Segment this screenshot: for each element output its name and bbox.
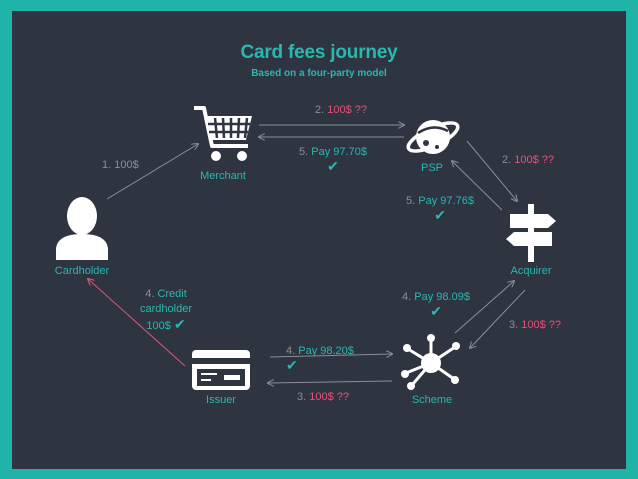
arrow-psp-acquirer xyxy=(466,140,517,201)
check-mark-icon: ✔ xyxy=(173,316,186,332)
issuer-label: Issuer xyxy=(206,394,236,406)
diagram-slide: Card fees journey Based on a four-party … xyxy=(12,11,626,469)
acquirer-label: Acquirer xyxy=(510,265,552,277)
network-hub-icon xyxy=(401,334,460,390)
step-5-acquirer-psp-label: 5. Pay 97.76$ ✔ xyxy=(406,195,474,223)
signpost-icon xyxy=(506,204,556,262)
credit-card-icon xyxy=(192,350,250,390)
step-2-merchant-psp-label: 2. 100$ ?? xyxy=(315,104,368,116)
step-1-label: 1. 100$ xyxy=(102,159,139,171)
step-4-credit-cardholder-label: 4. Credit cardholder 100$ ✔ xyxy=(140,288,192,332)
step-3-acquirer-scheme-label: 3. 100$ ?? xyxy=(509,319,562,331)
step-2-psp-acquirer-label: 2. 100$ ?? xyxy=(502,154,555,166)
arrow-issuer-cardholder xyxy=(88,279,186,367)
planet-icon xyxy=(406,120,460,154)
person-icon xyxy=(56,197,108,260)
step-3-scheme-issuer-label: 3. 100$ ?? xyxy=(297,391,350,403)
arrow-issuer-scheme xyxy=(269,354,392,357)
scheme-label: Scheme xyxy=(411,394,453,406)
arrow-scheme-issuer xyxy=(268,381,393,383)
arrows-layer xyxy=(12,11,526,469)
diagram-subtitle: Based on a four-party model xyxy=(251,68,387,79)
step-4-issuer-scheme-label: 4. Pay 98.20$ ✔ xyxy=(286,345,354,373)
step-5-psp-merchant-label: 5. Pay 97.70$ ✔ xyxy=(299,146,367,174)
arrow-acquirer-scheme xyxy=(470,289,526,348)
check-mark-icon: ✔ xyxy=(434,207,446,223)
arrow-acquirer-psp xyxy=(452,161,503,211)
arrow-scheme-acquirer xyxy=(454,281,514,334)
shopping-cart-icon xyxy=(194,106,252,161)
check-mark-icon: ✔ xyxy=(327,158,339,174)
diagram-title: Card fees journey xyxy=(240,42,398,63)
check-mark-icon: ✔ xyxy=(286,357,298,373)
psp-label: PSP xyxy=(420,162,443,174)
arrow-cardholder-merchant xyxy=(106,144,198,200)
cardholder-label: Cardholder xyxy=(54,265,110,277)
step-4-scheme-acquirer-label: 4. Pay 98.09$ ✔ xyxy=(402,291,470,319)
merchant-label: Merchant xyxy=(200,170,246,182)
check-mark-icon: ✔ xyxy=(430,303,442,319)
